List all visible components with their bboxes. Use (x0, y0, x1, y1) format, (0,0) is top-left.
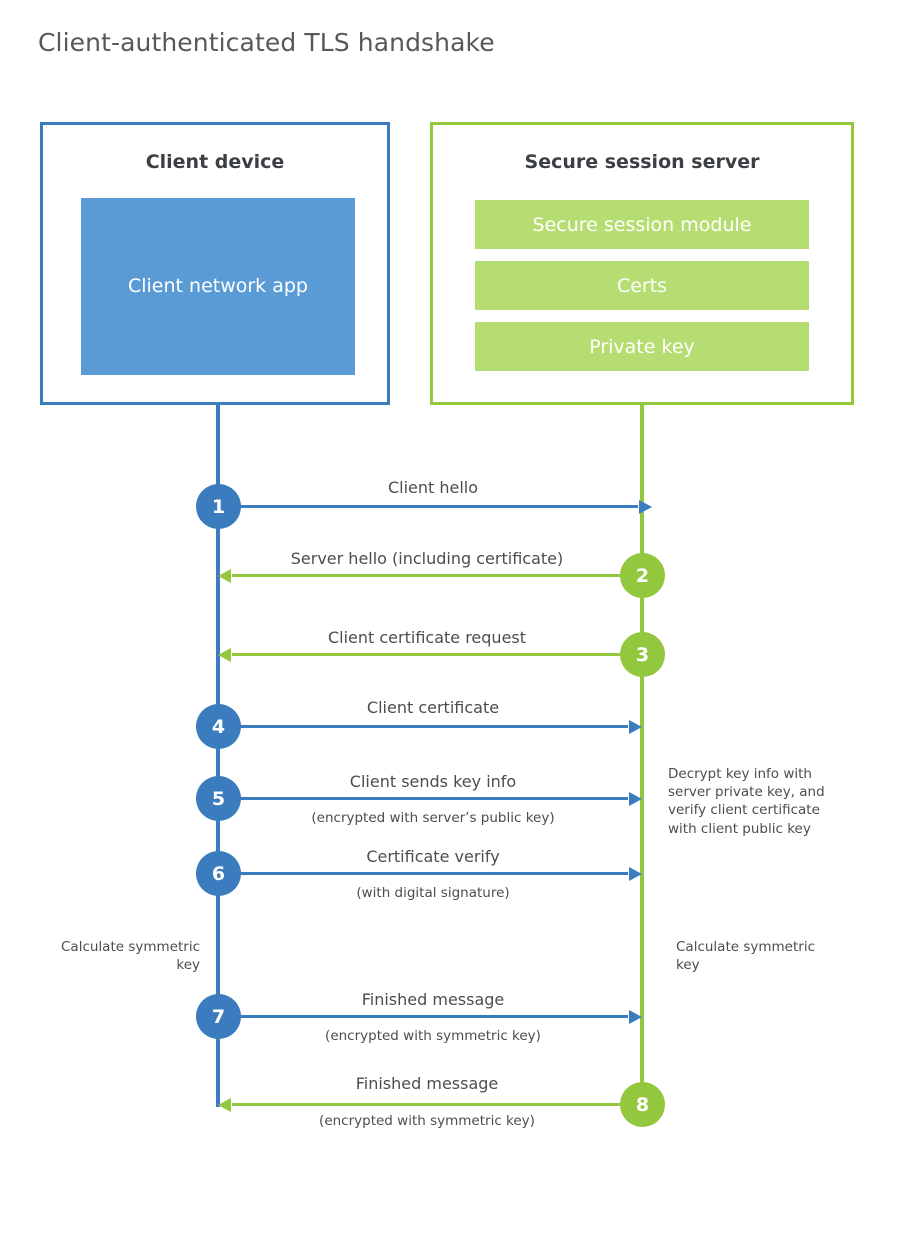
step-7-sublabel: (encrypted with symmetric key) (325, 1028, 541, 1044)
step-7-marker[interactable]: 7 (196, 994, 241, 1039)
step-8-marker[interactable]: 8 (620, 1082, 665, 1127)
step-6-arrow (240, 866, 642, 881)
client-device-heading: Client device (145, 151, 285, 173)
arrowhead-right-icon (629, 791, 642, 806)
server-decrypt-note: Decrypt key info with server private key… (668, 766, 825, 837)
step-1-marker[interactable]: 1 (196, 484, 241, 529)
server-component-secure-session-module: Secure session module (475, 200, 809, 249)
step-6-sublabel: (with digital signature) (356, 885, 510, 901)
step-1-arrow (240, 499, 652, 514)
server-calculate-symmetric-key-note: Calculate symmetric key (676, 939, 815, 974)
step-4-label: Client certificate (366, 698, 500, 717)
step-5-marker[interactable]: 5 (196, 776, 241, 821)
step-8-label: Finished message (355, 1074, 499, 1093)
step-2-label: Server hello (including certificate) (290, 549, 564, 568)
step-3-label: Client certificate request (327, 628, 527, 647)
step-8-sublabel: (encrypted with symmetric key) (319, 1113, 535, 1129)
step-2-marker[interactable]: 2 (620, 553, 665, 598)
arrowhead-right-icon (629, 866, 642, 881)
server-component-certs: Certs (475, 261, 809, 310)
step-5-sublabel: (encrypted with server’s public key) (311, 810, 555, 826)
step-6-label: Certificate verify (366, 847, 500, 866)
arrowhead-left-icon (218, 647, 231, 662)
step-3-arrow (218, 647, 620, 662)
step-6-marker[interactable]: 6 (196, 851, 241, 896)
secure-session-server-panel: Secure session server Secure session mod… (430, 122, 854, 405)
page-title: Client-authenticated TLS handshake (38, 28, 495, 57)
server-component-list: Secure session module Certs Private key (475, 200, 809, 371)
step-8-arrow (218, 1097, 620, 1112)
step-1-label: Client hello (387, 478, 479, 497)
step-7-arrow (240, 1009, 642, 1024)
arrowhead-right-icon (639, 499, 652, 514)
client-lifeline (216, 405, 220, 1107)
client-device-panel: Client device Client network app (40, 122, 390, 405)
step-5-arrow (240, 791, 642, 806)
step-7-label: Finished message (361, 990, 505, 1009)
secure-session-server-heading: Secure session server (524, 151, 760, 173)
arrowhead-right-icon (629, 1009, 642, 1024)
step-4-marker[interactable]: 4 (196, 704, 241, 749)
client-calculate-symmetric-key-note: Calculate symmetric key (61, 939, 200, 974)
arrowhead-right-icon (629, 719, 642, 734)
arrowhead-left-icon (218, 1097, 231, 1112)
server-component-private-key: Private key (475, 322, 809, 371)
arrowhead-left-icon (218, 568, 231, 583)
step-2-arrow (218, 568, 620, 583)
client-network-app-box: Client network app (81, 198, 355, 375)
step-3-marker[interactable]: 3 (620, 632, 665, 677)
server-lifeline (640, 405, 644, 1105)
step-5-label: Client sends key info (349, 772, 517, 791)
step-4-arrow (240, 719, 642, 734)
